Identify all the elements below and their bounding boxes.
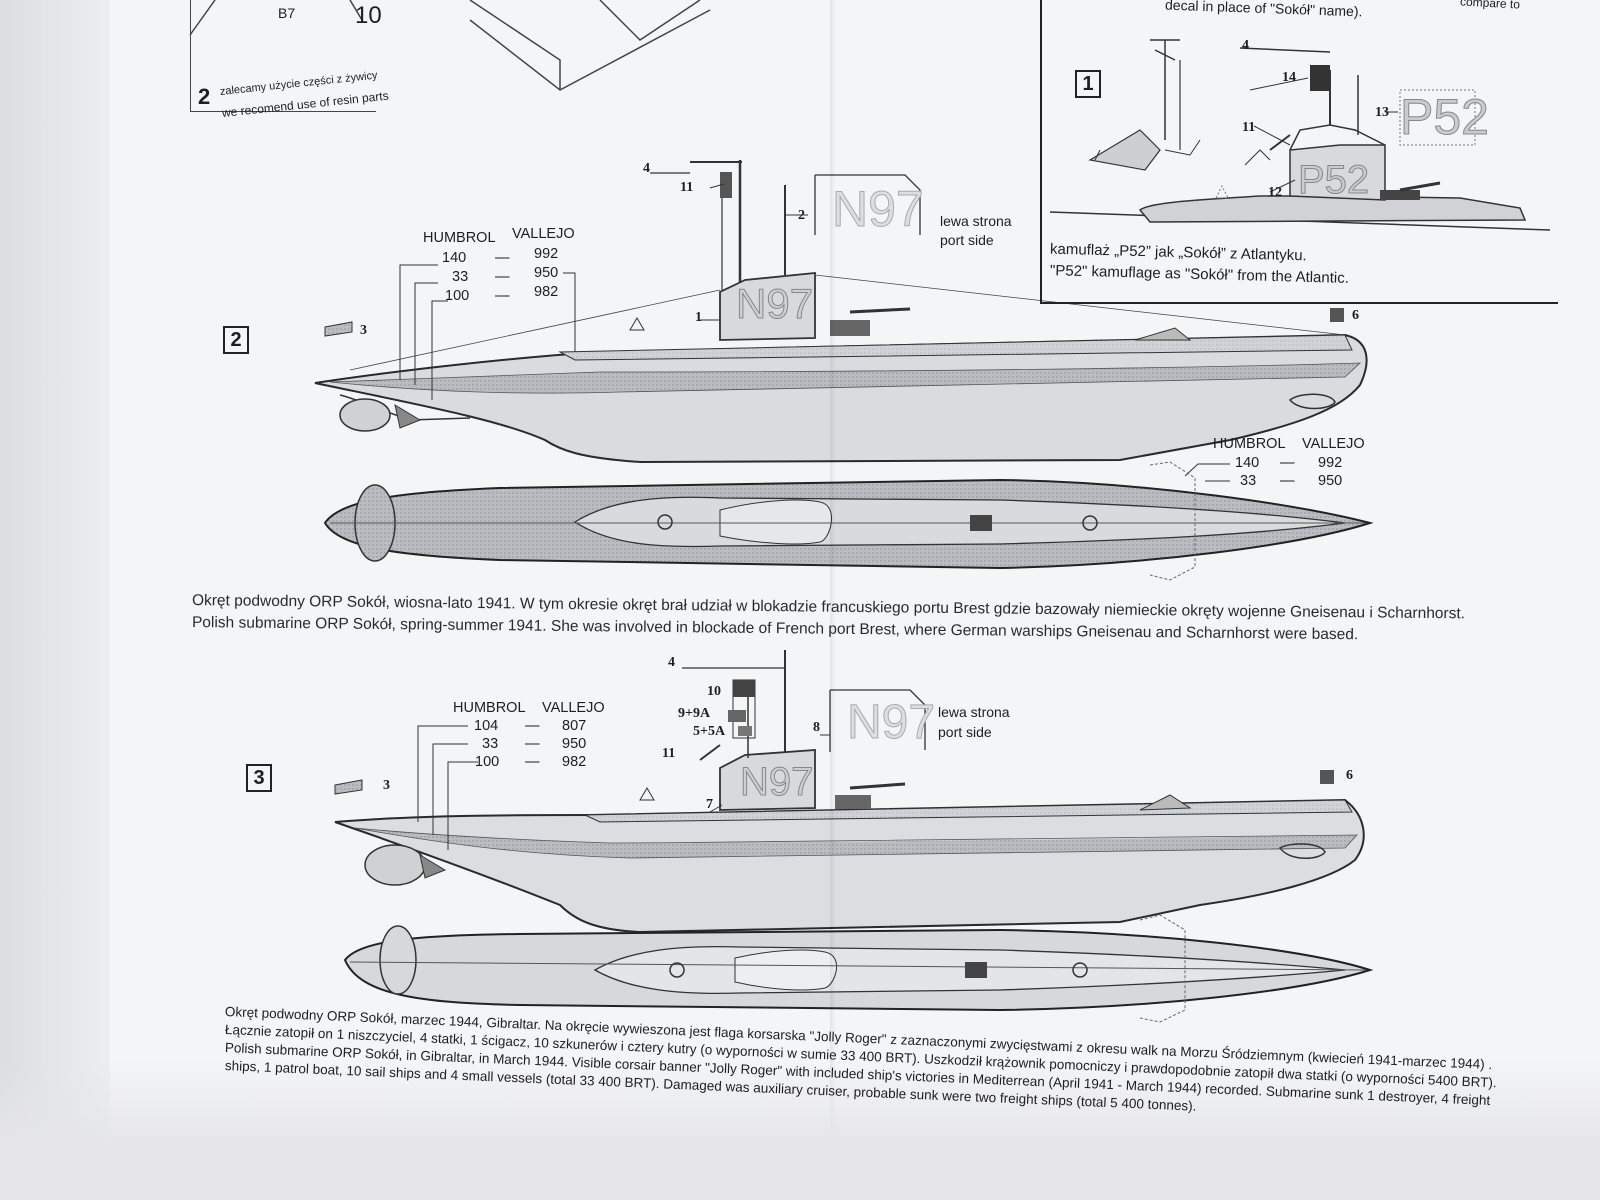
paint-humbrol: 33 — [452, 269, 469, 285]
scheme3-callout-10: 10 — [707, 684, 721, 699]
step-box — [190, 0, 376, 112]
paint-humbrol: 33 — [1240, 473, 1257, 489]
scheme2-callout-11: 11 — [680, 180, 694, 195]
paint-humbrol: 100 — [475, 754, 500, 770]
scheme2-callout-2: 2 — [798, 208, 805, 223]
scheme2-side-view — [314, 160, 1368, 464]
part-number: 10 — [355, 2, 382, 29]
paint-dash: — — [495, 288, 510, 304]
inset-marking-large: P52 — [1400, 89, 1490, 146]
scheme3-callout-6: 6 — [1346, 768, 1353, 783]
scheme2-callout-3: 3 — [360, 323, 367, 338]
vallejo-header: VALLEJO — [512, 226, 575, 242]
paper-fold — [830, 0, 836, 1200]
paint-dash: — — [525, 718, 540, 734]
paint-vallejo: 807 — [562, 718, 587, 734]
paint-dash: — — [495, 250, 510, 266]
inset-callout-13: 13 — [1375, 105, 1389, 120]
paint-vallejo: 982 — [562, 754, 587, 770]
scheme3-callout-8: 8 — [813, 720, 820, 735]
vallejo-header: VALLEJO — [542, 700, 605, 716]
paint-dash: — — [525, 754, 540, 770]
scheme3-side-view — [334, 650, 1365, 934]
scheme2-callout-4: 4 — [643, 161, 650, 176]
paint-humbrol: 100 — [445, 288, 470, 304]
scheme2-side-label-en: port side — [940, 232, 994, 248]
scheme3-callout-11: 11 — [662, 746, 676, 761]
scheme3-marking-conning: N97 — [739, 760, 814, 805]
scheme3-side-label-pl: lewa strona — [938, 704, 1010, 720]
scheme2-marking-conning: N97 — [735, 280, 814, 328]
paint-humbrol: 140 — [1235, 455, 1260, 471]
paint-vallejo: 992 — [1318, 455, 1343, 471]
scheme2-box-number: 2 — [223, 326, 249, 354]
table-surface — [0, 1060, 1600, 1200]
scheme2-side-label-pl: lewa strona — [940, 213, 1012, 229]
humbrol-header: HUMBROL — [1213, 436, 1286, 452]
background-shadow — [0, 0, 110, 1200]
scheme3-side-label-en: port side — [938, 724, 992, 740]
step-number: 2 — [198, 84, 211, 109]
paint-dash: — — [1280, 455, 1295, 471]
scheme3-paint-leaders — [417, 725, 478, 850]
paint-vallejo: 950 — [1318, 473, 1343, 489]
paint-vallejo: 950 — [562, 736, 587, 752]
scheme3-callout-4: 4 — [668, 655, 675, 670]
scheme2-paint-leaders — [399, 264, 1230, 482]
paint-vallejo: 992 — [534, 246, 559, 262]
scheme3-callout-7: 7 — [706, 797, 713, 812]
inset-callout-4: 4 — [1242, 38, 1249, 53]
paint-humbrol: 104 — [474, 718, 499, 734]
scheme3-callout-3: 3 — [383, 778, 390, 793]
scheme2-marking-decal: N97 — [832, 181, 925, 238]
paint-vallejo: 982 — [534, 284, 559, 300]
vallejo-header: VALLEJO — [1302, 436, 1365, 452]
paint-dash: — — [1280, 473, 1295, 489]
inset-p52-drawing — [1049, 39, 1551, 231]
inset-marking-conning: P52 — [1297, 158, 1370, 203]
inset-callout-11: 11 — [1242, 120, 1256, 135]
scheme3-callout-5: 5+5A — [693, 724, 726, 739]
part-label: B7 — [278, 5, 296, 21]
resin-part-sketch — [189, 0, 711, 91]
scheme3-marking-decal: N97 — [846, 696, 936, 750]
paint-dash: — — [495, 269, 510, 285]
inset-callout-12: 12 — [1268, 185, 1282, 200]
scheme3-callout-9: 9+9A — [678, 706, 711, 721]
scheme2-callout-6: 6 — [1352, 308, 1359, 323]
scheme2-callout-1: 1 — [695, 310, 702, 325]
scheme2-top-view — [323, 461, 1374, 581]
scheme3-box-number: 3 — [246, 764, 272, 792]
inset-callout-14: 14 — [1282, 70, 1296, 85]
paint-humbrol: 33 — [482, 736, 499, 752]
humbrol-header: HUMBROL — [423, 230, 496, 246]
inset-box-number: 1 — [1075, 70, 1101, 98]
scheme3-top-view — [343, 914, 1374, 1023]
paint-vallejo: 950 — [534, 265, 559, 281]
paint-dash: — — [525, 736, 540, 752]
paint-humbrol: 140 — [442, 250, 467, 266]
inset-p52-frame — [1040, 0, 1558, 304]
humbrol-header: HUMBROL — [453, 700, 526, 716]
